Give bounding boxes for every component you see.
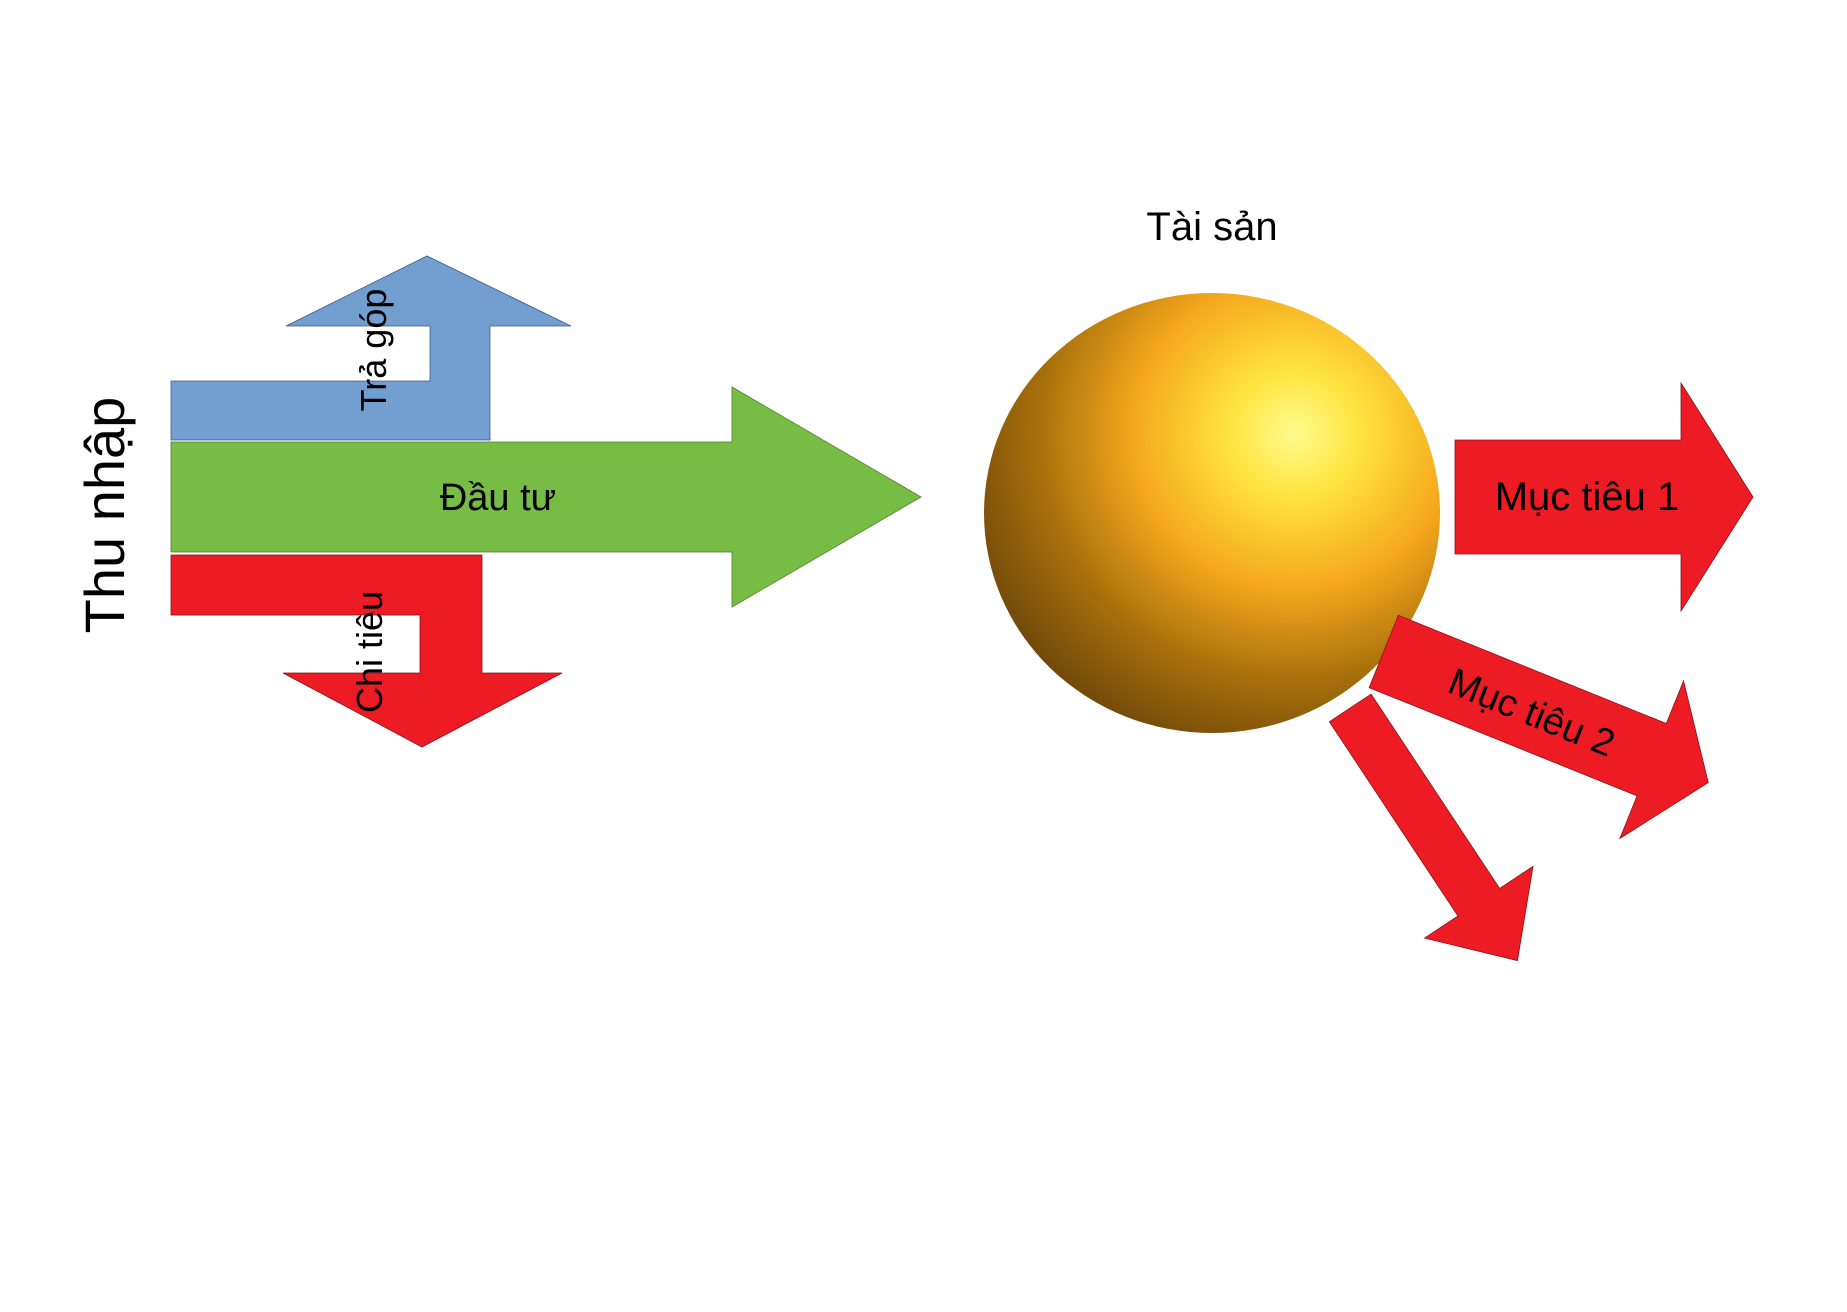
asset-sphere: [984, 293, 1440, 733]
spending-label: Chi tiêu: [349, 591, 390, 713]
installment-arrow: [170, 255, 572, 441]
investment-label: Đầu tư: [440, 477, 556, 519]
installment-label: Trả góp: [353, 289, 394, 412]
income-label: Thu nhập: [73, 397, 136, 634]
goal-1-label: Mục tiêu 1: [1495, 475, 1680, 519]
goal-2-arrow: [1368, 614, 1709, 840]
investment-arrow: [170, 386, 922, 608]
spending-arrow: [170, 554, 563, 748]
goal-1-arrow: [1454, 381, 1754, 613]
asset-label: Tài sản: [1146, 205, 1277, 249]
goal-3-arrow: [1328, 693, 1534, 962]
